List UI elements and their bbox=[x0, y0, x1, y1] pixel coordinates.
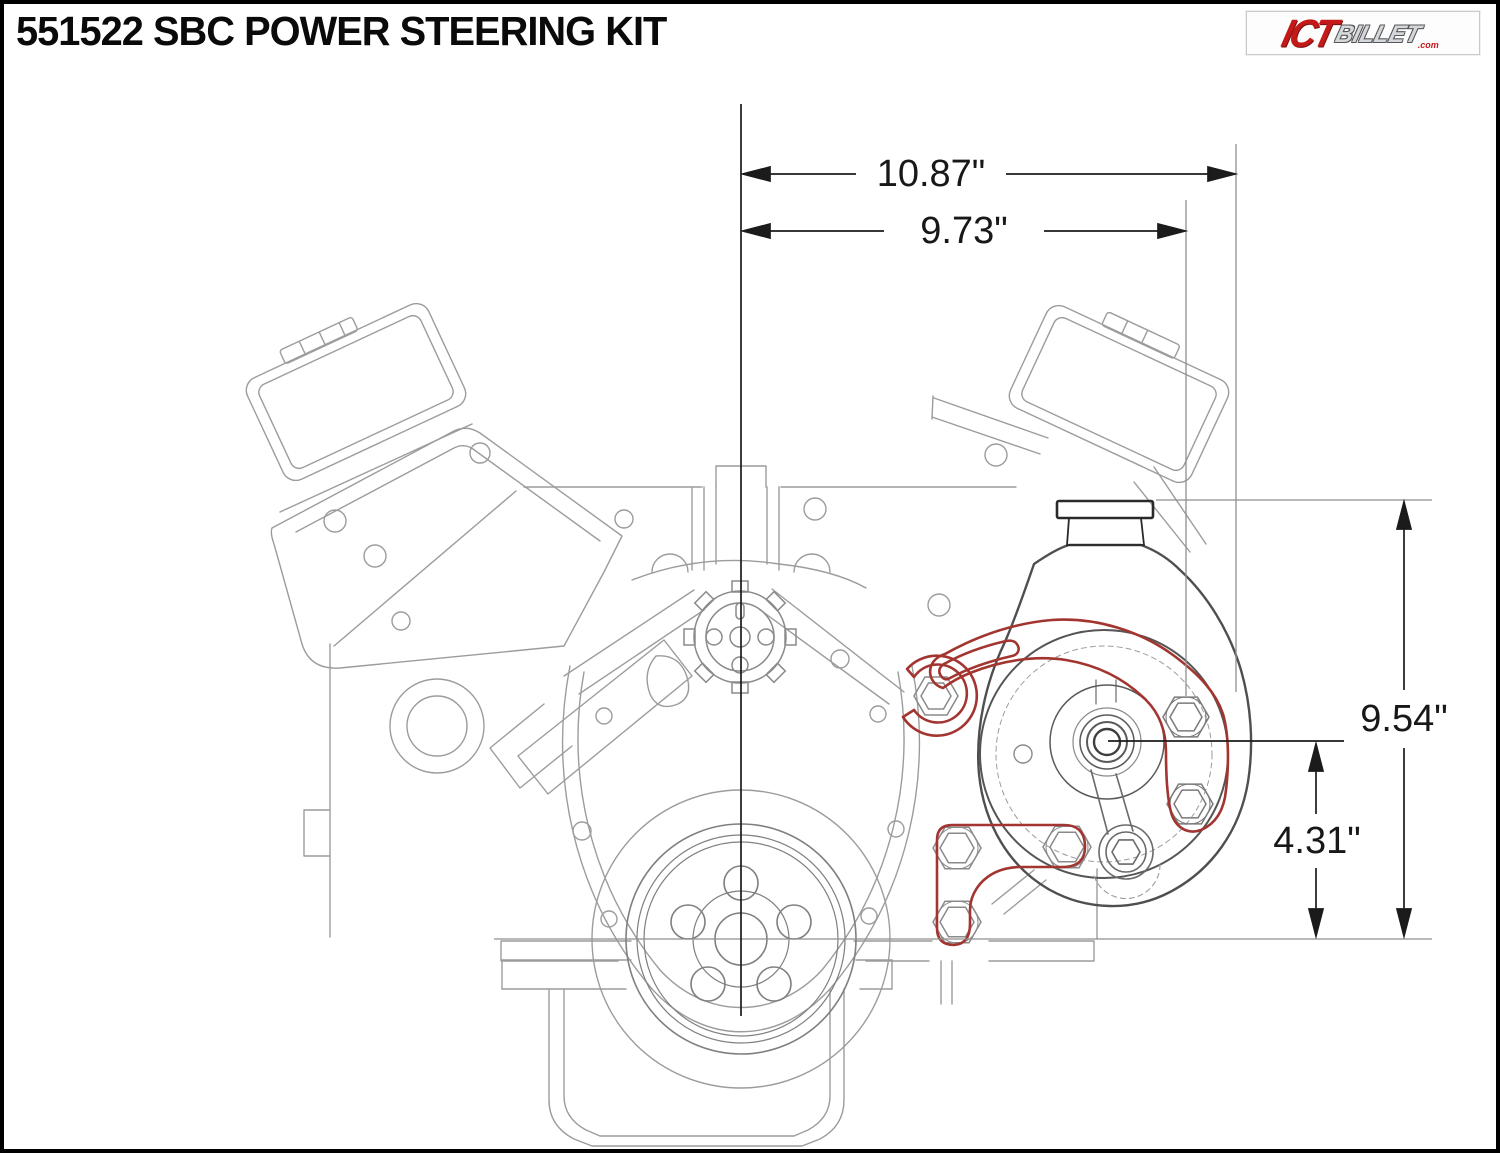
ict-billet-logo: ICT BILLET .com bbox=[1246, 11, 1480, 55]
reservoir-cap bbox=[1055, 499, 1155, 546]
water-pump-hub bbox=[683, 580, 797, 694]
pump-lower-boss-arm bbox=[1090, 769, 1161, 900]
dimension-height-outer: 9.54" bbox=[1360, 498, 1448, 940]
pump-pulley-hub bbox=[1013, 684, 1165, 800]
water-pump bbox=[489, 465, 905, 795]
left-head-bracket-plate bbox=[270, 423, 623, 669]
logo-dotcom-text: .com bbox=[1417, 40, 1439, 50]
dimension-height-inner: 4.31" bbox=[1273, 740, 1361, 940]
power-steering-pump bbox=[977, 499, 1253, 908]
dimension-width-inner: 9.73" bbox=[739, 210, 1189, 252]
left-valve-cover bbox=[245, 302, 467, 482]
hub-tabs bbox=[683, 580, 797, 694]
hex-bolt-upper-right bbox=[1162, 696, 1210, 738]
page-title: 551522 SBC POWER STEERING KIT bbox=[16, 8, 667, 54]
dimension-height-inner-label: 4.31" bbox=[1273, 820, 1360, 862]
upper-adjustment-bracket-highlight bbox=[901, 618, 1230, 833]
dimension-width-inner-label: 9.73" bbox=[920, 210, 1007, 252]
oil-pan bbox=[501, 959, 893, 1147]
right-valve-cover bbox=[1008, 304, 1230, 484]
engine-front-view-drawing: 10.87" 9.73" 9.54" bbox=[245, 104, 1448, 1147]
dimension-width-outer-label: 10.87" bbox=[877, 153, 986, 195]
lower-mount-bracket-highlight bbox=[935, 823, 1087, 947]
dimension-height-outer-label: 9.54" bbox=[1360, 698, 1447, 740]
reservoir-body bbox=[977, 543, 1253, 908]
dimension-width-outer: 10.87" bbox=[739, 153, 1239, 195]
lower-bracket-hex-bolts bbox=[932, 825, 1092, 944]
right-head-edge bbox=[931, 395, 1207, 553]
hex-bolt-block-left bbox=[913, 676, 959, 716]
